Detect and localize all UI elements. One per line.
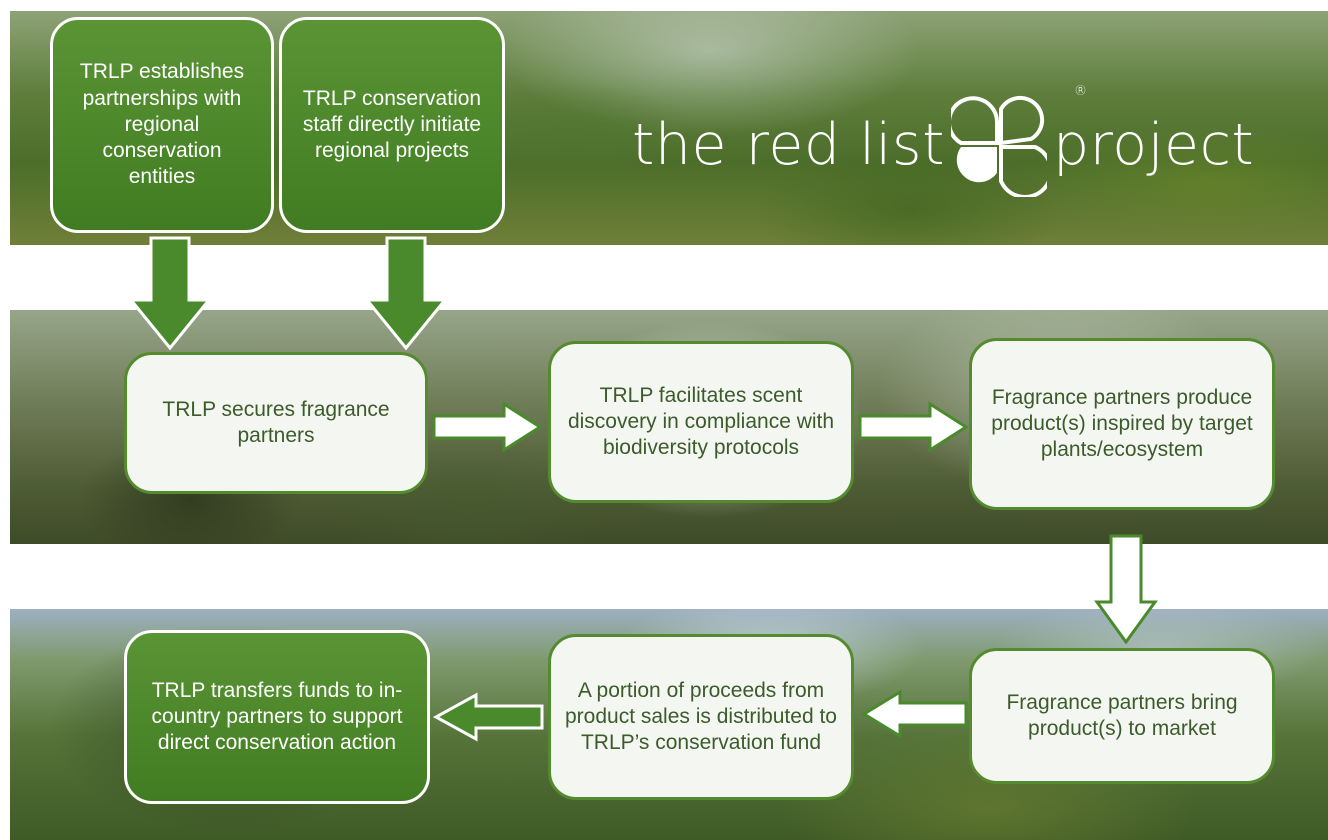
step-produce-products-text: Fragrance partners produce product(s) in… xyxy=(991,385,1253,462)
arrow-down-market xyxy=(1094,534,1158,645)
step-establish-partnerships-text: TRLP establishes partnerships with regio… xyxy=(79,60,245,189)
step-proceeds-distributed: A portion of proceeds from product sales… xyxy=(548,634,854,800)
step-produce-products: Fragrance partners produce product(s) in… xyxy=(969,338,1275,510)
step-bring-to-market: Fragrance partners bring product(s) to m… xyxy=(969,648,1275,784)
step-staff-initiate-projects-text: TRLP conservation staff directly initiat… xyxy=(302,86,482,163)
registered-mark: ® xyxy=(1074,84,1088,99)
step-transfer-funds-text: TRLP transfers funds to in-country partn… xyxy=(151,678,403,755)
red-list-project-logo: the red list project ® xyxy=(632,84,1255,200)
step-bring-to-market-text: Fragrance partners bring product(s) to m… xyxy=(1006,690,1238,740)
logo-petal-mark-icon xyxy=(950,95,1047,197)
step-secure-fragrance-partners-text: TRLP secures fragrance partners xyxy=(162,397,390,447)
arrow-left-2 xyxy=(432,692,544,742)
step-establish-partnerships: TRLP establishes partnerships with regio… xyxy=(50,17,274,233)
step-scent-discovery-text: TRLP facilitates scent discovery in comp… xyxy=(567,383,835,460)
step-proceeds-distributed-text: A portion of proceeds from product sales… xyxy=(565,678,837,755)
logo-text-right: project xyxy=(1052,112,1255,178)
step-transfer-funds: TRLP transfers funds to in-country partn… xyxy=(124,630,430,804)
step-staff-initiate-projects: TRLP conservation staff directly initiat… xyxy=(279,17,505,233)
step-secure-fragrance-partners: TRLP secures fragrance partners xyxy=(124,352,428,494)
arrow-down-left xyxy=(127,236,213,351)
arrow-right-2 xyxy=(858,401,969,453)
logo-text-left: the red list xyxy=(632,112,945,178)
step-scent-discovery: TRLP facilitates scent discovery in comp… xyxy=(548,341,854,503)
arrow-down-right xyxy=(363,236,449,351)
arrow-right-1 xyxy=(432,401,543,453)
arrow-left-1 xyxy=(861,689,968,739)
